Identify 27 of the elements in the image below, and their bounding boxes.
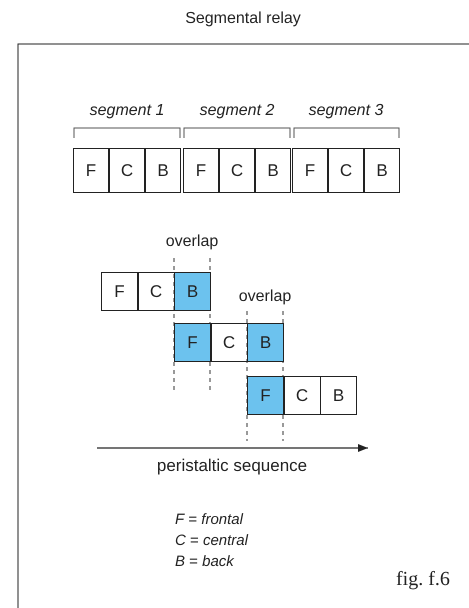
segment-cell: B (320, 376, 357, 415)
segment-cell: B (364, 148, 400, 193)
highlighted-segment-cell: F (174, 323, 211, 362)
segment-cell: B (255, 148, 291, 193)
segment-cell: C (328, 148, 364, 193)
segment-cell: C (219, 148, 255, 193)
segment-label: segment 1 (90, 102, 164, 120)
legend-text: B = back (175, 553, 234, 570)
title: Segmental relay (185, 10, 301, 28)
segment-cell: C (284, 376, 320, 415)
segment-cell: F (292, 148, 328, 193)
overlap-label: overlap (238, 288, 292, 306)
segment-cell: F (73, 148, 109, 193)
highlighted-segment-cell: F (247, 376, 284, 415)
figure-caption: fig. f.6 (396, 568, 450, 591)
axis-label: peristaltic sequence (156, 456, 308, 476)
segment-cell: B (145, 148, 181, 193)
legend-text: F = frontal (175, 511, 243, 528)
segment-cell: F (183, 148, 219, 193)
highlighted-segment-cell: B (247, 323, 284, 362)
segment-label: segment 2 (200, 102, 274, 120)
highlighted-segment-cell: B (174, 272, 211, 311)
overlap-label: overlap (166, 233, 218, 251)
segment-cell: C (109, 148, 145, 193)
legend-text: C = central (175, 532, 248, 549)
segment-cell: F (101, 272, 138, 311)
segment-label: segment 3 (308, 102, 384, 120)
